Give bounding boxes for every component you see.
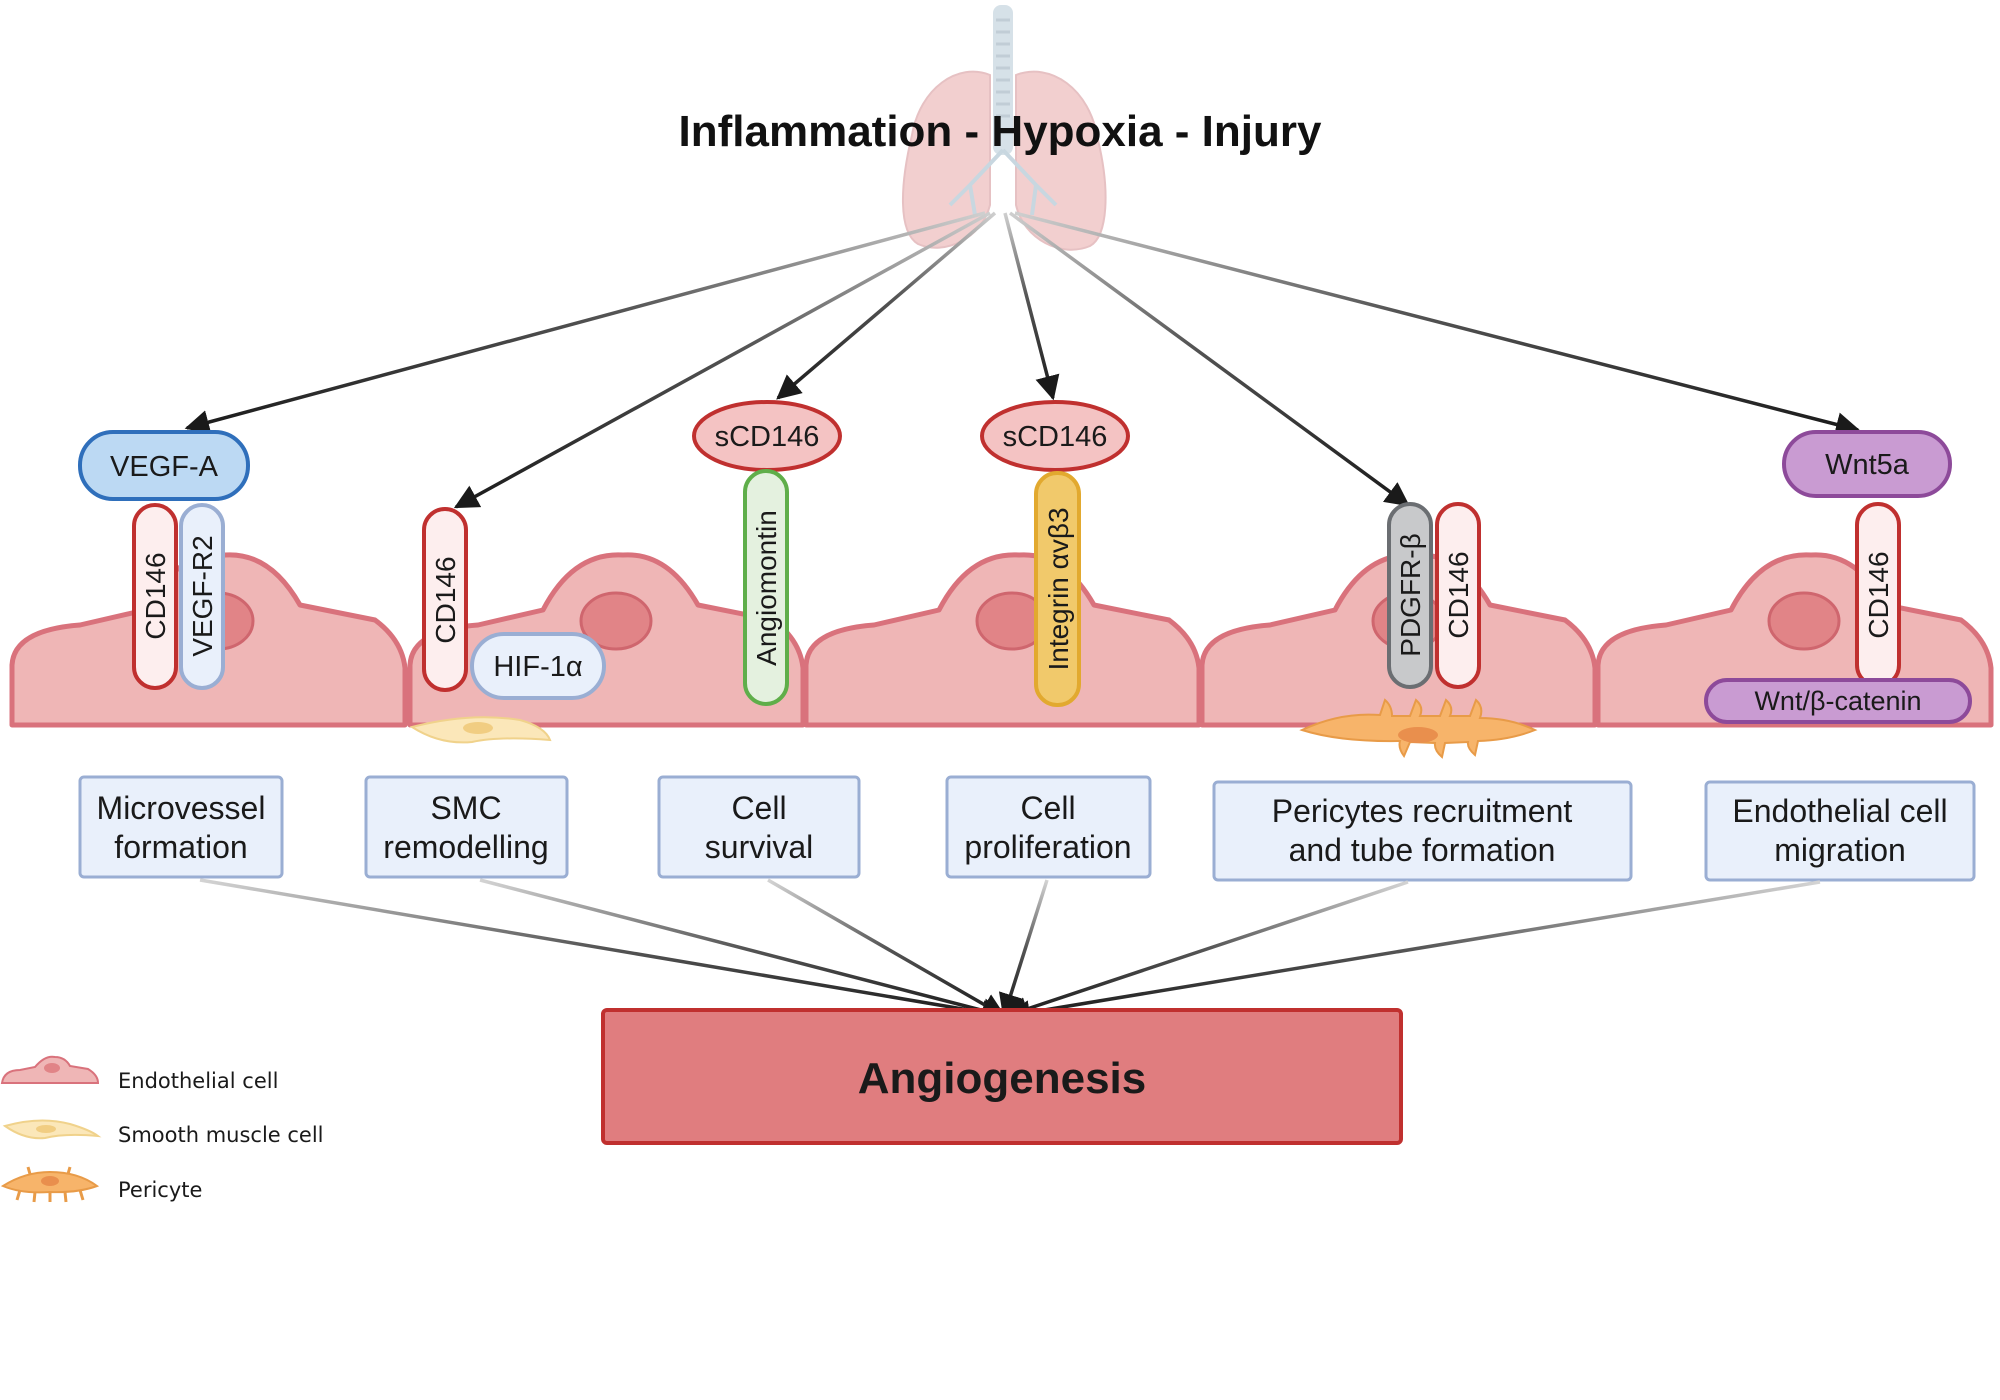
outcome-box: SMC remodelling [364, 775, 569, 879]
top-arrows [184, 211, 1861, 509]
svg-text:Cell: Cell [1020, 790, 1075, 826]
smooth-muscle-cell [409, 716, 552, 744]
legend-item: Endothelial cell [0, 1055, 278, 1093]
svg-text:VEGF-R2: VEGF-R2 [187, 535, 218, 656]
arrow-to-scd146-1 [776, 211, 997, 400]
svg-text:SMC: SMC [430, 790, 501, 826]
svg-text:Pericyte: Pericyte [118, 1178, 202, 1202]
receptor-angiomontin: Angiomontin [743, 469, 789, 706]
arrow-from-survival [767, 878, 1007, 1018]
ligand-wnt5a: Wnt5a [1782, 430, 1952, 498]
svg-text:Cell: Cell [731, 790, 786, 826]
outcome-box: Cell proliferation [945, 775, 1152, 879]
legend: Endothelial cell Smooth muscle cell Peri… [0, 1055, 324, 1203]
arrow-from-smc [479, 878, 1007, 1023]
arrow-to-wnt5a [1014, 211, 1861, 437]
pericyte-icon [0, 1166, 100, 1203]
svg-text:and tube formation: and tube formation [1289, 832, 1556, 868]
nucleus [1767, 591, 1841, 651]
endothelial-cell-icon [0, 1055, 100, 1084]
arrow-from-pericytes [1003, 880, 1409, 1021]
pericyte [1299, 698, 1538, 759]
bottom-arrows [199, 878, 1821, 1025]
angiogenesis-box: Angiogenesis [601, 1008, 1403, 1145]
svg-text:CD146: CD146 [1863, 551, 1894, 638]
ligand-scd146: sCD146 [692, 400, 842, 472]
svg-text:Wnt5a: Wnt5a [1825, 449, 1910, 481]
legend-item: Pericyte [0, 1166, 202, 1203]
svg-text:PDGFR-β: PDGFR-β [1395, 533, 1426, 656]
arrow-to-vegf-a [184, 211, 986, 435]
svg-text:Wnt/β-catenin: Wnt/β-catenin [1754, 686, 1921, 716]
svg-text:Endothelial cell: Endothelial cell [118, 1069, 278, 1093]
svg-text:Pericytes recruitment: Pericytes recruitment [1272, 793, 1573, 829]
outcome-box: Cell survival [657, 775, 861, 879]
arrow-from-microvessel [199, 878, 1007, 1025]
outcome-box: Microvessel formation [78, 775, 284, 879]
partner-hif-1a: HIF-1α [470, 632, 606, 700]
svg-text:migration: migration [1774, 832, 1906, 868]
receptor-cd146: CD146 [1435, 502, 1481, 689]
receptor-cd146: CD146 [132, 503, 178, 690]
arrow-from-migration [1005, 880, 1821, 1025]
svg-text:CD146: CD146 [430, 556, 461, 643]
nucleus [579, 591, 653, 651]
svg-text:Angiogenesis: Angiogenesis [858, 1054, 1147, 1103]
receptor-cd146: CD146 [422, 507, 468, 692]
outcome-box: Pericytes recruitment and tube formation [1212, 780, 1633, 882]
title: Inflammation - Hypoxia - Injury [679, 107, 1322, 156]
svg-text:CD146: CD146 [140, 552, 171, 639]
ligand-vegf-a: VEGF-A [78, 430, 250, 501]
svg-text:Angiomontin: Angiomontin [751, 510, 782, 666]
smooth-muscle-cell-icon [2, 1119, 102, 1140]
arrow-to-column-2 [453, 211, 991, 509]
receptor-integrin-avb3: Integrin αvβ3 [1034, 471, 1081, 707]
arrow-to-column-5 [1008, 211, 1410, 507]
receptor-pdgfr-b: PDGFR-β [1387, 502, 1433, 689]
endothelial-cells [9, 552, 1994, 728]
endothelial-cell [803, 552, 1202, 728]
receptor-vegf-r2: VEGF-R2 [179, 503, 225, 690]
partner-wnt-beta-catenin: Wnt/β-catenin [1704, 678, 1972, 724]
svg-text:VEGF-A: VEGF-A [110, 451, 219, 483]
svg-text:Smooth muscle cell: Smooth muscle cell [118, 1123, 324, 1147]
svg-text:formation: formation [114, 829, 247, 865]
lungs-icon [902, 5, 1107, 251]
svg-text:CD146: CD146 [1443, 551, 1474, 638]
svg-text:survival: survival [705, 829, 813, 865]
svg-text:proliferation: proliferation [964, 829, 1131, 865]
svg-text:Microvessel: Microvessel [97, 790, 266, 826]
svg-text:Integrin αvβ3: Integrin αvβ3 [1043, 507, 1074, 670]
svg-text:HIF-1α: HIF-1α [493, 651, 582, 683]
arrow-from-proliferation [998, 879, 1049, 1019]
legend-item: Smooth muscle cell [2, 1119, 324, 1147]
arrow-to-scd146-2 [1003, 212, 1060, 401]
svg-text:sCD146: sCD146 [1003, 421, 1108, 453]
ligand-scd146: sCD146 [980, 400, 1130, 472]
svg-text:sCD146: sCD146 [715, 421, 820, 453]
svg-text:remodelling: remodelling [383, 829, 548, 865]
outcome-box: Endothelial cell migration [1704, 780, 1976, 882]
receptor-cd146: CD146 [1855, 502, 1901, 688]
svg-text:Endothelial cell: Endothelial cell [1732, 793, 1947, 829]
